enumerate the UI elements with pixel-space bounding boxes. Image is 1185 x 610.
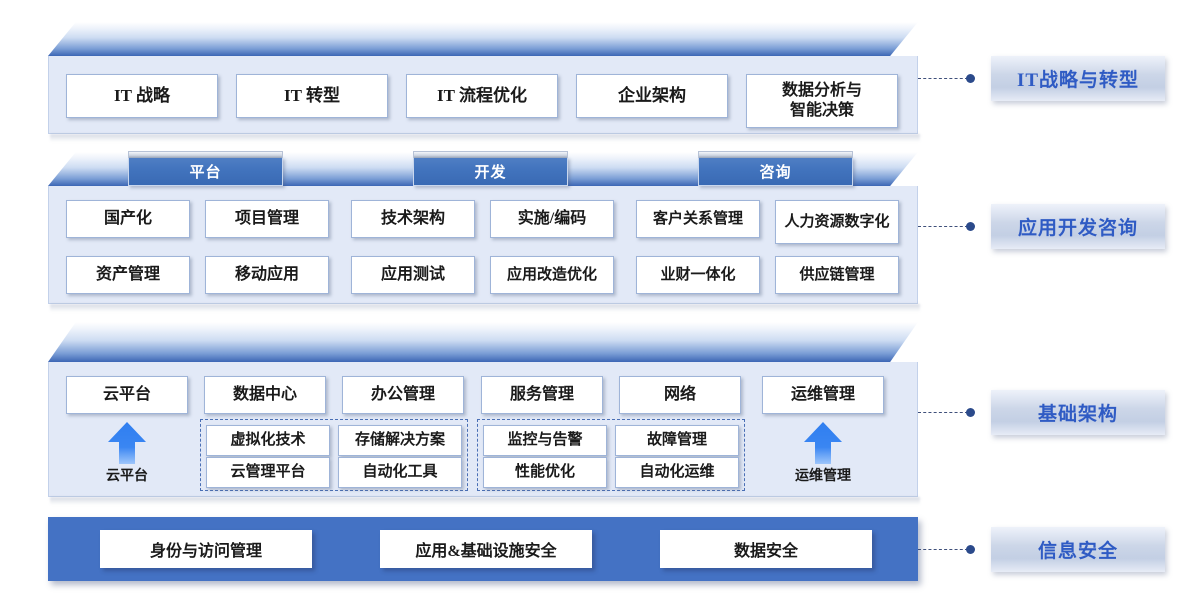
- cell-identity-access-management[interactable]: 身份与访问管理: [100, 530, 312, 568]
- cell-service-management[interactable]: 服务管理: [481, 370, 603, 414]
- cell-localization[interactable]: 国产化: [66, 194, 190, 238]
- connector-dot-2: [966, 222, 975, 231]
- connector-line-4: [918, 549, 968, 550]
- cell-cloud-management-platform[interactable]: 云管理平台: [206, 451, 330, 488]
- cell-hr-digitalization[interactable]: 人力资源数字化: [775, 194, 899, 244]
- connector-line-2: [918, 226, 968, 227]
- cell-supply-chain-management[interactable]: 供应链管理: [775, 250, 899, 294]
- layer-information-security: 身份与访问管理 应用&基础设施安全 数据安全: [48, 517, 918, 581]
- up-arrow-icon: [108, 422, 146, 464]
- cell-technical-architecture[interactable]: 技术架构: [351, 194, 475, 238]
- connector-dot-4: [966, 545, 975, 554]
- arrow-label-ops-management: 运维管理: [795, 469, 851, 484]
- cell-performance-optimization[interactable]: 性能优化: [483, 451, 607, 488]
- connector-line-1: [918, 78, 968, 79]
- cell-mobile-application[interactable]: 移动应用: [205, 250, 329, 294]
- connector-dot-1: [966, 74, 975, 83]
- cell-monitoring-alerting[interactable]: 监控与告警: [483, 419, 607, 456]
- layer-body: [48, 186, 918, 304]
- cell-implementation-coding[interactable]: 实施/编码: [490, 194, 614, 238]
- cell-it-process-optimization[interactable]: IT 流程优化: [406, 68, 558, 118]
- tab-consulting[interactable]: 咨询: [698, 151, 853, 186]
- up-arrow-icon: [804, 422, 842, 464]
- side-label-information-security[interactable]: 信息安全: [991, 527, 1165, 572]
- tab-platform[interactable]: 平台: [128, 151, 283, 186]
- cell-data-security[interactable]: 数据安全: [660, 530, 872, 568]
- cell-application-testing[interactable]: 应用测试: [351, 250, 475, 294]
- cell-enterprise-architecture[interactable]: 企业架构: [576, 68, 728, 118]
- side-label-app-dev-consulting[interactable]: 应用开发咨询: [991, 204, 1165, 249]
- layer-infrastructure: 云平台 数据中心 办公管理 服务管理 网络 运维管理 虚拟化技术 存储解决方案 …: [48, 322, 918, 497]
- connector-dot-3: [966, 408, 975, 417]
- layer-shadow: [50, 304, 920, 312]
- group-cloud-capabilities: [200, 419, 468, 491]
- cell-project-management[interactable]: 项目管理: [205, 194, 329, 238]
- cell-it-transformation[interactable]: IT 转型: [236, 68, 388, 118]
- cell-it-strategy[interactable]: IT 战略: [66, 68, 218, 118]
- layer-shadow: [50, 134, 920, 142]
- layer-app-dev-consulting: 平台 开发 咨询 国产化 项目管理 技术架构 实施/编码 客户关系管理 人力资源…: [48, 151, 918, 304]
- layer-shadow: [50, 497, 920, 505]
- cell-data-analytics-intelligent-decision[interactable]: 数据分析与 智能决策: [746, 68, 898, 128]
- cell-virtualization-technology[interactable]: 虚拟化技术: [206, 419, 330, 456]
- side-label-infrastructure[interactable]: 基础架构: [991, 390, 1165, 435]
- group-ops-capabilities: [477, 419, 745, 491]
- cell-automation-tools[interactable]: 自动化工具: [338, 451, 462, 488]
- cell-crm[interactable]: 客户关系管理: [636, 194, 760, 238]
- cell-fault-management[interactable]: 故障管理: [615, 419, 739, 456]
- cell-data-center[interactable]: 数据中心: [204, 370, 326, 414]
- cell-network[interactable]: 网络: [619, 370, 741, 414]
- layer-lid: [48, 22, 918, 56]
- connector-line-3: [918, 412, 968, 413]
- layer-lid: [48, 322, 918, 362]
- cell-app-infra-security[interactable]: 应用&基础设施安全: [380, 530, 592, 568]
- cell-automated-operations[interactable]: 自动化运维: [615, 451, 739, 488]
- cell-application-modernization[interactable]: 应用改造优化: [490, 250, 614, 294]
- cell-asset-management[interactable]: 资产管理: [66, 250, 190, 294]
- cell-ops-management[interactable]: 运维管理: [762, 370, 884, 414]
- cell-office-management[interactable]: 办公管理: [342, 370, 464, 414]
- side-label-it-strategy[interactable]: IT战略与转型: [991, 56, 1165, 101]
- arrow-label-cloud-platform: 云平台: [106, 469, 148, 484]
- cell-cloud-platform[interactable]: 云平台: [66, 370, 188, 414]
- layer-it-strategy: IT 战略 IT 转型 IT 流程优化 企业架构 数据分析与 智能决策: [48, 22, 918, 134]
- cell-business-finance-integration[interactable]: 业财一体化: [636, 250, 760, 294]
- cell-storage-solution[interactable]: 存储解决方案: [338, 419, 462, 456]
- tab-development[interactable]: 开发: [413, 151, 568, 186]
